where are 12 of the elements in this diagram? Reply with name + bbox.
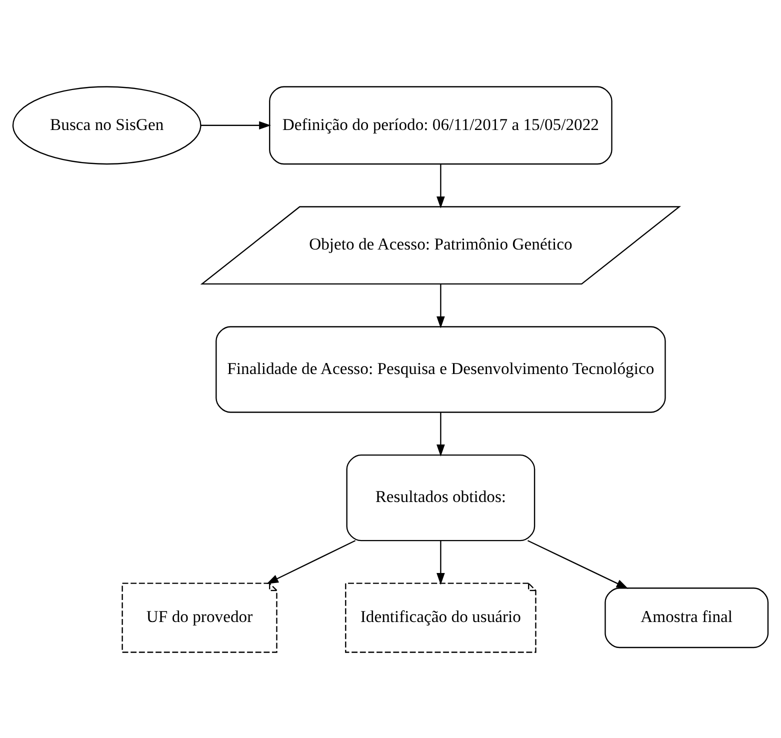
node-box: Definição do período: 06/11/2017 a 15/05/2022 (269, 86, 612, 164)
arrow (266, 540, 356, 584)
arrow (436, 164, 445, 208)
arrow (527, 540, 628, 588)
node-box: Resultados obtidos: (346, 454, 536, 541)
arrow (436, 412, 445, 456)
arrow (200, 120, 271, 130)
node-box: Amostra final (604, 587, 769, 648)
node-box: Finalidade de Acesso: Pesquisa e Desenvolvimento Tecnológico (216, 326, 666, 412)
node-ellipse: Busca no SisGen (12, 86, 202, 164)
arrow (436, 284, 445, 328)
arrow (436, 540, 445, 584)
